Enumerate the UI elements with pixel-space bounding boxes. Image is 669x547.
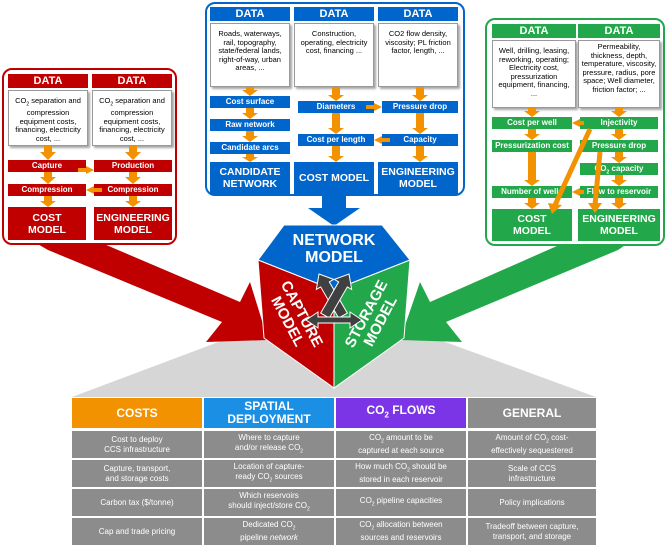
capture-data-box-2: CO2 separation and compression equipment… — [92, 90, 172, 146]
network-step-diameters: Diameters — [298, 101, 374, 113]
storage-step-pressure-drop: Pressure drop — [580, 140, 658, 152]
capture-data-box-1: CO2 separation and compression equipment… — [8, 90, 88, 146]
network-step-raw-network: Raw network — [210, 119, 290, 131]
network-data-header-2: DATA — [294, 7, 374, 21]
network-data-box-2: Construction, operating, electricity cos… — [294, 23, 374, 87]
network-model-label-1: NETWORK — [293, 232, 376, 249]
storage-step-number-of-wells: Number of wells — [492, 186, 572, 198]
network-step-pressure-drop: Pressure drop — [382, 101, 458, 113]
general-cell-1: Amount of CO2 cost-effectively sequester… — [468, 431, 596, 458]
storage-step-flow-to-reservoir: Flow to reservoir — [580, 186, 658, 198]
network-data-header-3: DATA — [378, 7, 458, 21]
header-general: GENERAL — [468, 398, 596, 428]
capture-step-production: Production — [94, 160, 172, 172]
storage-model-shape — [333, 259, 411, 389]
costs-cell-4: Cap and trade pricing — [72, 518, 202, 545]
capture-step-compression-2: Compression — [94, 184, 172, 196]
network-data-box-3: CO2 flow density, viscosity; PL friction… — [378, 23, 458, 87]
general-cell-3: Policy implications — [468, 489, 596, 516]
network-model-label-2: MODEL — [305, 249, 363, 266]
hub-arrows — [305, 273, 363, 329]
network-arrow — [308, 194, 360, 226]
capture-step-capture: Capture — [8, 160, 86, 172]
storage-data-box-1: Well, drilling, leasing, reworking, oper… — [492, 40, 576, 108]
capture-step-compression-1: Compression — [8, 184, 86, 196]
flows-cell-3: CO2 pipeline capacities — [336, 489, 466, 516]
storage-data-header-2: DATA — [578, 24, 660, 38]
network-data-box-1: Roads, waterways, rail, topography, stat… — [210, 23, 290, 87]
storage-step-cost-per-well: Cost per well — [492, 117, 572, 129]
header-co2-flows: CO2 FLOWS — [336, 398, 466, 428]
network-data-header-1: DATA — [210, 7, 290, 21]
network-step-capacity: Capacity — [382, 134, 458, 146]
storage-step-injectivity: Injectivity — [580, 117, 658, 129]
storage-data-box-2: Permeability, thickness, depth, temperat… — [578, 40, 660, 108]
storage-step-pressurization-cost: Pressurization cost — [492, 140, 572, 152]
capture-data-header-1: DATA — [8, 74, 88, 88]
storage-data-header-1: DATA — [492, 24, 576, 38]
costs-cell-3: Carbon tax ($/tonne) — [72, 489, 202, 516]
costs-cell-2: Capture, transport,and storage costs — [72, 460, 202, 487]
network-step-candidate-arcs: Candidate arcs — [210, 142, 290, 154]
capture-arrow — [10, 227, 268, 342]
network-cost-model: COST MODEL — [294, 162, 374, 194]
general-cell-4: Tradeoff between capture,transport, and … — [468, 518, 596, 545]
network-step-cost-surface: Cost surface — [210, 96, 290, 108]
spatial-cell-2: Location of capture-ready CO2 sources — [204, 460, 334, 487]
storage-arrow — [400, 227, 650, 342]
network-step-cost-per-length: Cost per length — [298, 134, 374, 146]
header-costs: COSTS — [72, 398, 202, 428]
capture-data-header-2: DATA — [92, 74, 172, 88]
